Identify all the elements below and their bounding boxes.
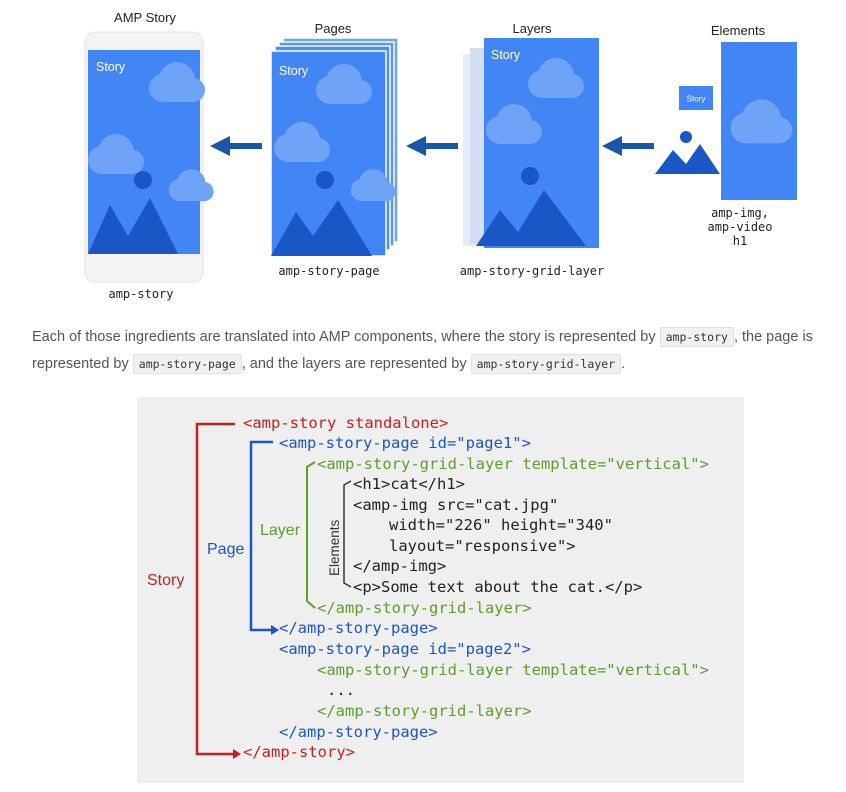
- paragraph-text: , and the layers are represented by: [241, 356, 471, 372]
- elements-illustration: Story: [655, 42, 797, 200]
- amp-story-title: AMP Story: [114, 10, 176, 25]
- elements-title: Elements: [711, 23, 766, 38]
- code-line: <amp-story-page id="page1">: [279, 434, 531, 452]
- elements-bracket: [343, 480, 352, 588]
- layers-illustration: Story: [463, 38, 599, 248]
- page-story-label: Story: [279, 64, 309, 78]
- pages-title: Pages: [315, 21, 352, 36]
- elements-caption-line-1: amp-img,: [711, 206, 769, 220]
- layer-bracket-label: Layer: [260, 522, 301, 539]
- code-line: <h1>cat</h1>: [353, 475, 465, 493]
- amp-story-page-code: amp-story-page: [132, 354, 242, 374]
- paragraph-text: , the page is represented by: [32, 329, 813, 372]
- page-bracket-label: Page: [207, 541, 244, 558]
- code-line: </amp-story-page>: [279, 619, 438, 637]
- page-bracket-arrow: [271, 625, 279, 635]
- amp-story-grid-layer-caption: amp-story-grid-layer: [460, 264, 605, 278]
- code-line: </amp-story-grid-layer>: [317, 702, 532, 720]
- amp-story-caption: amp-story: [108, 287, 173, 301]
- layer-bracket: [306, 461, 316, 609]
- amp-story-code: amp-story: [659, 327, 734, 347]
- code-line: </amp-img>: [353, 557, 446, 575]
- code-line: width="226" height="340": [389, 516, 613, 534]
- code-line: </amp-story>: [243, 743, 355, 761]
- elements-bracket-label: Elements: [327, 519, 342, 576]
- arrow-left-icon: [406, 136, 458, 156]
- code-line: <amp-story-page id="page2">: [279, 640, 531, 658]
- story-bracket: [195, 422, 235, 756]
- code-structure-box: Story Page Layer Elements <amp-story sta…: [137, 397, 744, 783]
- arrow-left-icon: [210, 136, 262, 156]
- layers-title: Layers: [512, 21, 552, 36]
- pages-stack-illustration: Story: [270, 37, 399, 257]
- code-line: ...: [327, 681, 355, 699]
- elements-caption-line-2: amp-video: [707, 220, 772, 234]
- code-structure-diagram: Story Page Layer Elements <amp-story sta…: [147, 414, 709, 761]
- description-paragraph: Each of those ingredients are translated…: [32, 324, 832, 378]
- layer-story-label: Story: [491, 48, 521, 62]
- code-line: </amp-story-grid-layer>: [317, 599, 532, 617]
- elements-caption-line-3: h1: [733, 234, 747, 248]
- phone-illustration: Story: [84, 31, 214, 283]
- amp-story-structure-diagram: AMP Story Pages Layers Elements Story am…: [84, 10, 797, 301]
- phone-story-label: Story: [96, 60, 126, 74]
- amp-story-page-caption: amp-story-page: [278, 264, 379, 278]
- code-line: <amp-story standalone>: [243, 414, 448, 432]
- paragraph-text: Each of those ingredients are translated…: [32, 329, 660, 345]
- amp-story-grid-layer-code: amp-story-grid-layer: [470, 354, 622, 374]
- code-line: <amp-story-grid-layer template="vertical…: [317, 661, 709, 679]
- code-line: layout="responsive">: [389, 537, 576, 555]
- story-bracket-label: Story: [147, 572, 184, 589]
- arrow-left-icon: [602, 136, 654, 156]
- paragraph-text: .: [621, 356, 626, 372]
- code-line: <p>Some text about the cat.</p>: [353, 578, 642, 596]
- story-bracket-arrow: [233, 749, 241, 759]
- element-story-label: Story: [687, 95, 706, 104]
- code-line: <amp-img src="cat.jpg": [353, 496, 558, 514]
- page-bracket: [249, 440, 273, 632]
- code-line: <amp-story-grid-layer template="vertical…: [317, 455, 709, 473]
- code-line: </amp-story-page>: [279, 723, 438, 741]
